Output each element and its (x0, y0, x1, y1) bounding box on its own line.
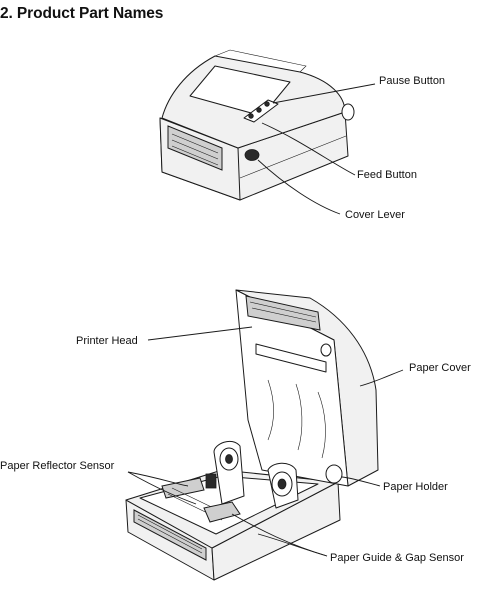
label-cover-lever: Cover Lever (345, 209, 405, 221)
label-paper-guide-gap-sensor: Paper Guide & Gap Sensor (330, 552, 464, 564)
section-title: 2. Product Part Names (0, 5, 164, 22)
label-feed-button: Feed Button (357, 169, 417, 181)
label-pause-button: Pause Button (379, 75, 446, 87)
open-printer-illustration (125, 289, 379, 581)
label-paper-reflector-sensor: Paper Reflector Sensor (0, 460, 115, 472)
closed-printer-illustration (159, 49, 355, 201)
label-printer-head: Printer Head (76, 335, 138, 347)
label-paper-cover: Paper Cover (409, 362, 471, 374)
label-paper-holder: Paper Holder (383, 481, 448, 493)
